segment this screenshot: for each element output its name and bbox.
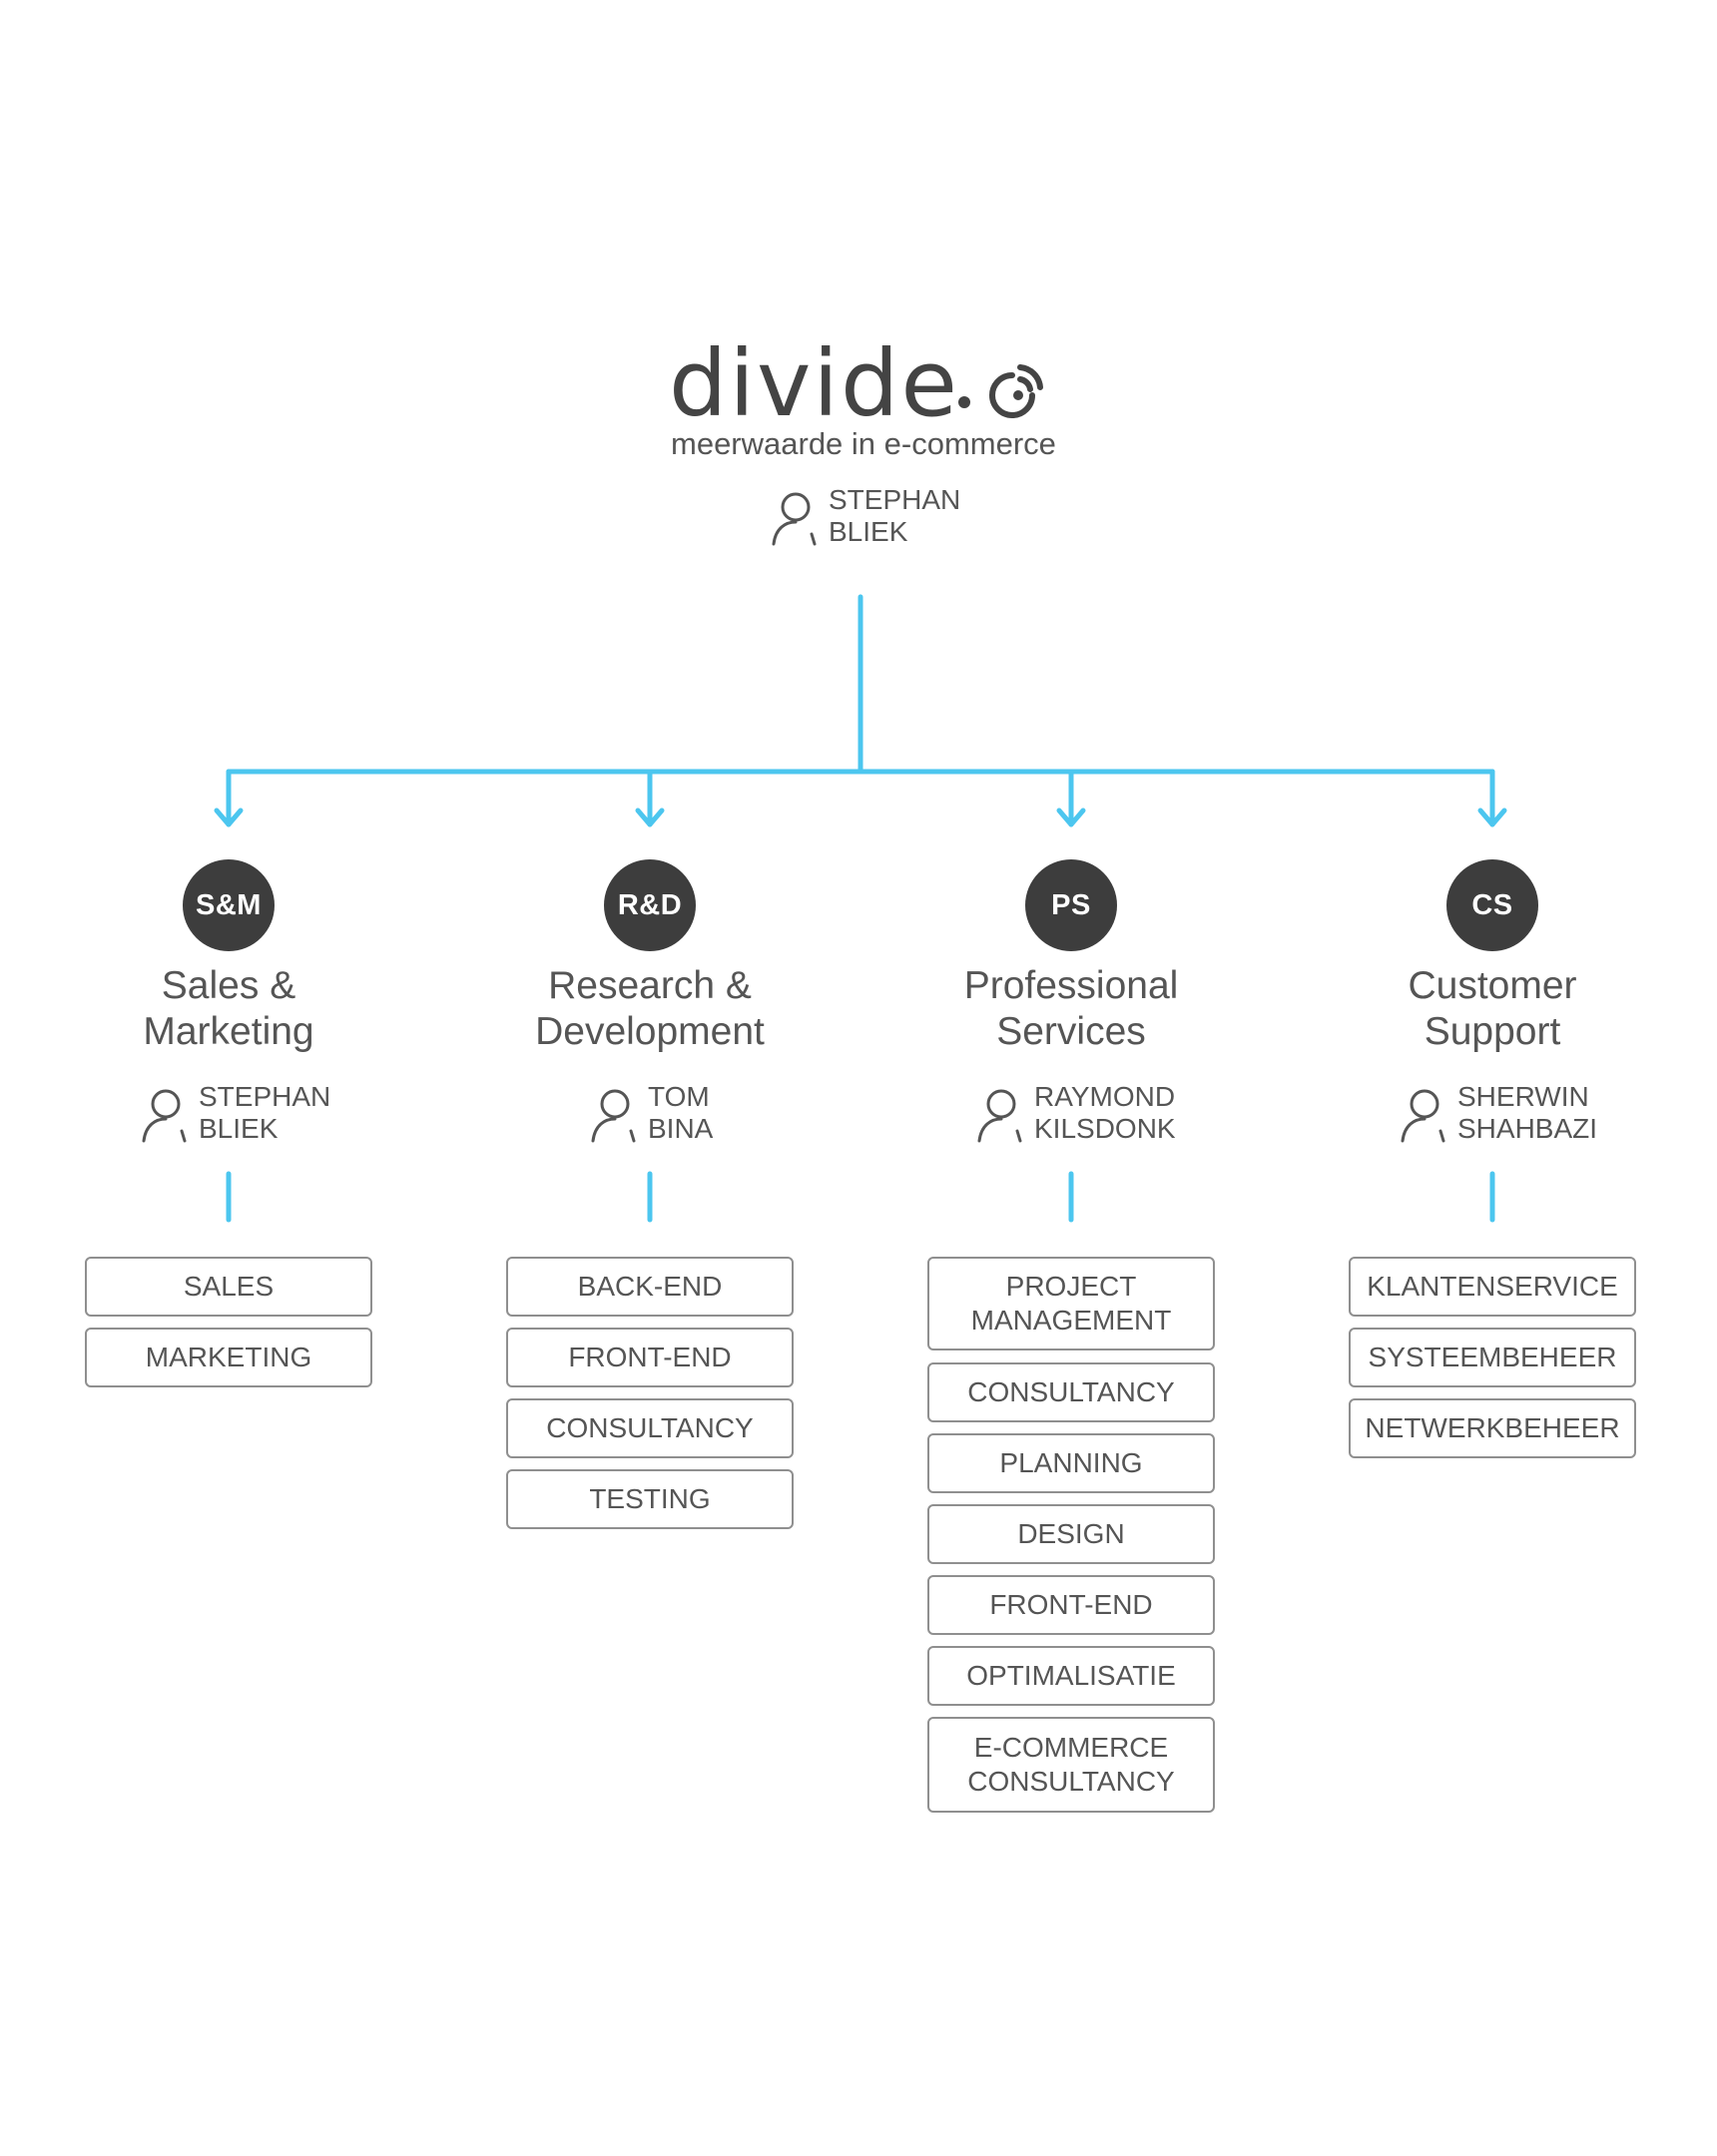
- department-title-line: Development: [535, 1010, 765, 1053]
- company-head: STEPHAN BLIEK: [771, 484, 1010, 554]
- department-title-line: Customer: [1408, 964, 1577, 1007]
- person-name: RAYMOND KILSDONK: [1034, 1081, 1176, 1145]
- user-icon: [977, 1089, 1022, 1143]
- person-name: STEPHAN BLIEK: [199, 1081, 330, 1145]
- unit-box: SALES: [85, 1257, 372, 1317]
- department-title-line: Marketing: [143, 1010, 314, 1053]
- unit-box: FRONT-END: [506, 1328, 794, 1387]
- last-name: BLIEK: [829, 516, 908, 547]
- logo-dot: [958, 396, 970, 408]
- department-lead: STEPHAN BLIEK: [141, 1081, 370, 1151]
- department-title: Customer Support: [1343, 963, 1642, 1055]
- unit-box: FRONT-END: [927, 1575, 1215, 1635]
- person-name: STEPHAN BLIEK: [829, 484, 960, 548]
- department-title-line: Services: [996, 1010, 1146, 1053]
- department-badge: R&D: [604, 859, 696, 951]
- user-icon: [1401, 1089, 1445, 1143]
- department-lead: RAYMOND KILSDONK: [976, 1081, 1216, 1151]
- logo-wordmark: divide: [669, 330, 959, 437]
- department-lead: TOM BINA: [590, 1081, 780, 1151]
- department-title-line: Research &: [548, 964, 752, 1007]
- unit-box: PROJECT MANAGEMENT: [927, 1257, 1215, 1350]
- department-title: Research & Development: [500, 963, 800, 1055]
- first-name: STEPHAN: [829, 484, 961, 515]
- department-lead: SHERWIN SHAHBAZI: [1400, 1081, 1639, 1151]
- unit-box: CONSULTANCY: [506, 1398, 794, 1458]
- logo-tagline: meerwaarde in e-commerce: [671, 426, 1056, 461]
- first-name: STEPHAN: [199, 1081, 331, 1112]
- unit-box: NETWERKBEHEER: [1349, 1398, 1636, 1458]
- unit-box: BACK-END: [506, 1257, 794, 1317]
- user-icon: [591, 1089, 636, 1143]
- user-icon: [772, 492, 817, 546]
- department-title-line: Professional: [963, 964, 1179, 1007]
- department-badge: PS: [1025, 859, 1117, 951]
- department-title-line: Sales &: [161, 964, 296, 1007]
- unit-box: MARKETING: [85, 1328, 372, 1387]
- logo-signal-icon: [989, 364, 1043, 418]
- department-badge: S&M: [183, 859, 275, 951]
- department-badge: CS: [1446, 859, 1538, 951]
- unit-box: SYSTEEMBEHEER: [1349, 1328, 1636, 1387]
- unit-box: PLANNING: [927, 1433, 1215, 1493]
- unit-box: CONSULTANCY: [927, 1362, 1215, 1422]
- last-name: KILSDONK: [1034, 1113, 1176, 1144]
- department-title: Sales & Marketing: [79, 963, 378, 1055]
- first-name: RAYMOND: [1034, 1081, 1176, 1112]
- company-logo: divide meerwaarde in e-commerce: [659, 324, 1098, 474]
- person-name: TOM BINA: [648, 1081, 713, 1145]
- first-name: SHERWIN: [1457, 1081, 1589, 1112]
- unit-box: DESIGN: [927, 1504, 1215, 1564]
- unit-box: TESTING: [506, 1469, 794, 1529]
- person-name: SHERWIN SHAHBAZI: [1457, 1081, 1597, 1145]
- department-title: Professional Services: [921, 963, 1221, 1055]
- arrow-down-icon: [635, 808, 665, 827]
- last-name: BLIEK: [199, 1113, 279, 1144]
- unit-box: KLANTENSERVICE: [1349, 1257, 1636, 1317]
- user-icon: [142, 1089, 187, 1143]
- unit-box: E-COMMERCE CONSULTANCY: [927, 1717, 1215, 1813]
- arrow-down-icon: [214, 808, 244, 827]
- first-name: TOM: [648, 1081, 710, 1112]
- last-name: BINA: [648, 1113, 714, 1144]
- arrow-down-icon: [1477, 808, 1507, 827]
- department-title-line: Support: [1424, 1010, 1561, 1053]
- unit-box: OPTIMALISATIE: [927, 1646, 1215, 1706]
- arrow-down-icon: [1056, 808, 1086, 827]
- last-name: SHAHBAZI: [1457, 1113, 1598, 1144]
